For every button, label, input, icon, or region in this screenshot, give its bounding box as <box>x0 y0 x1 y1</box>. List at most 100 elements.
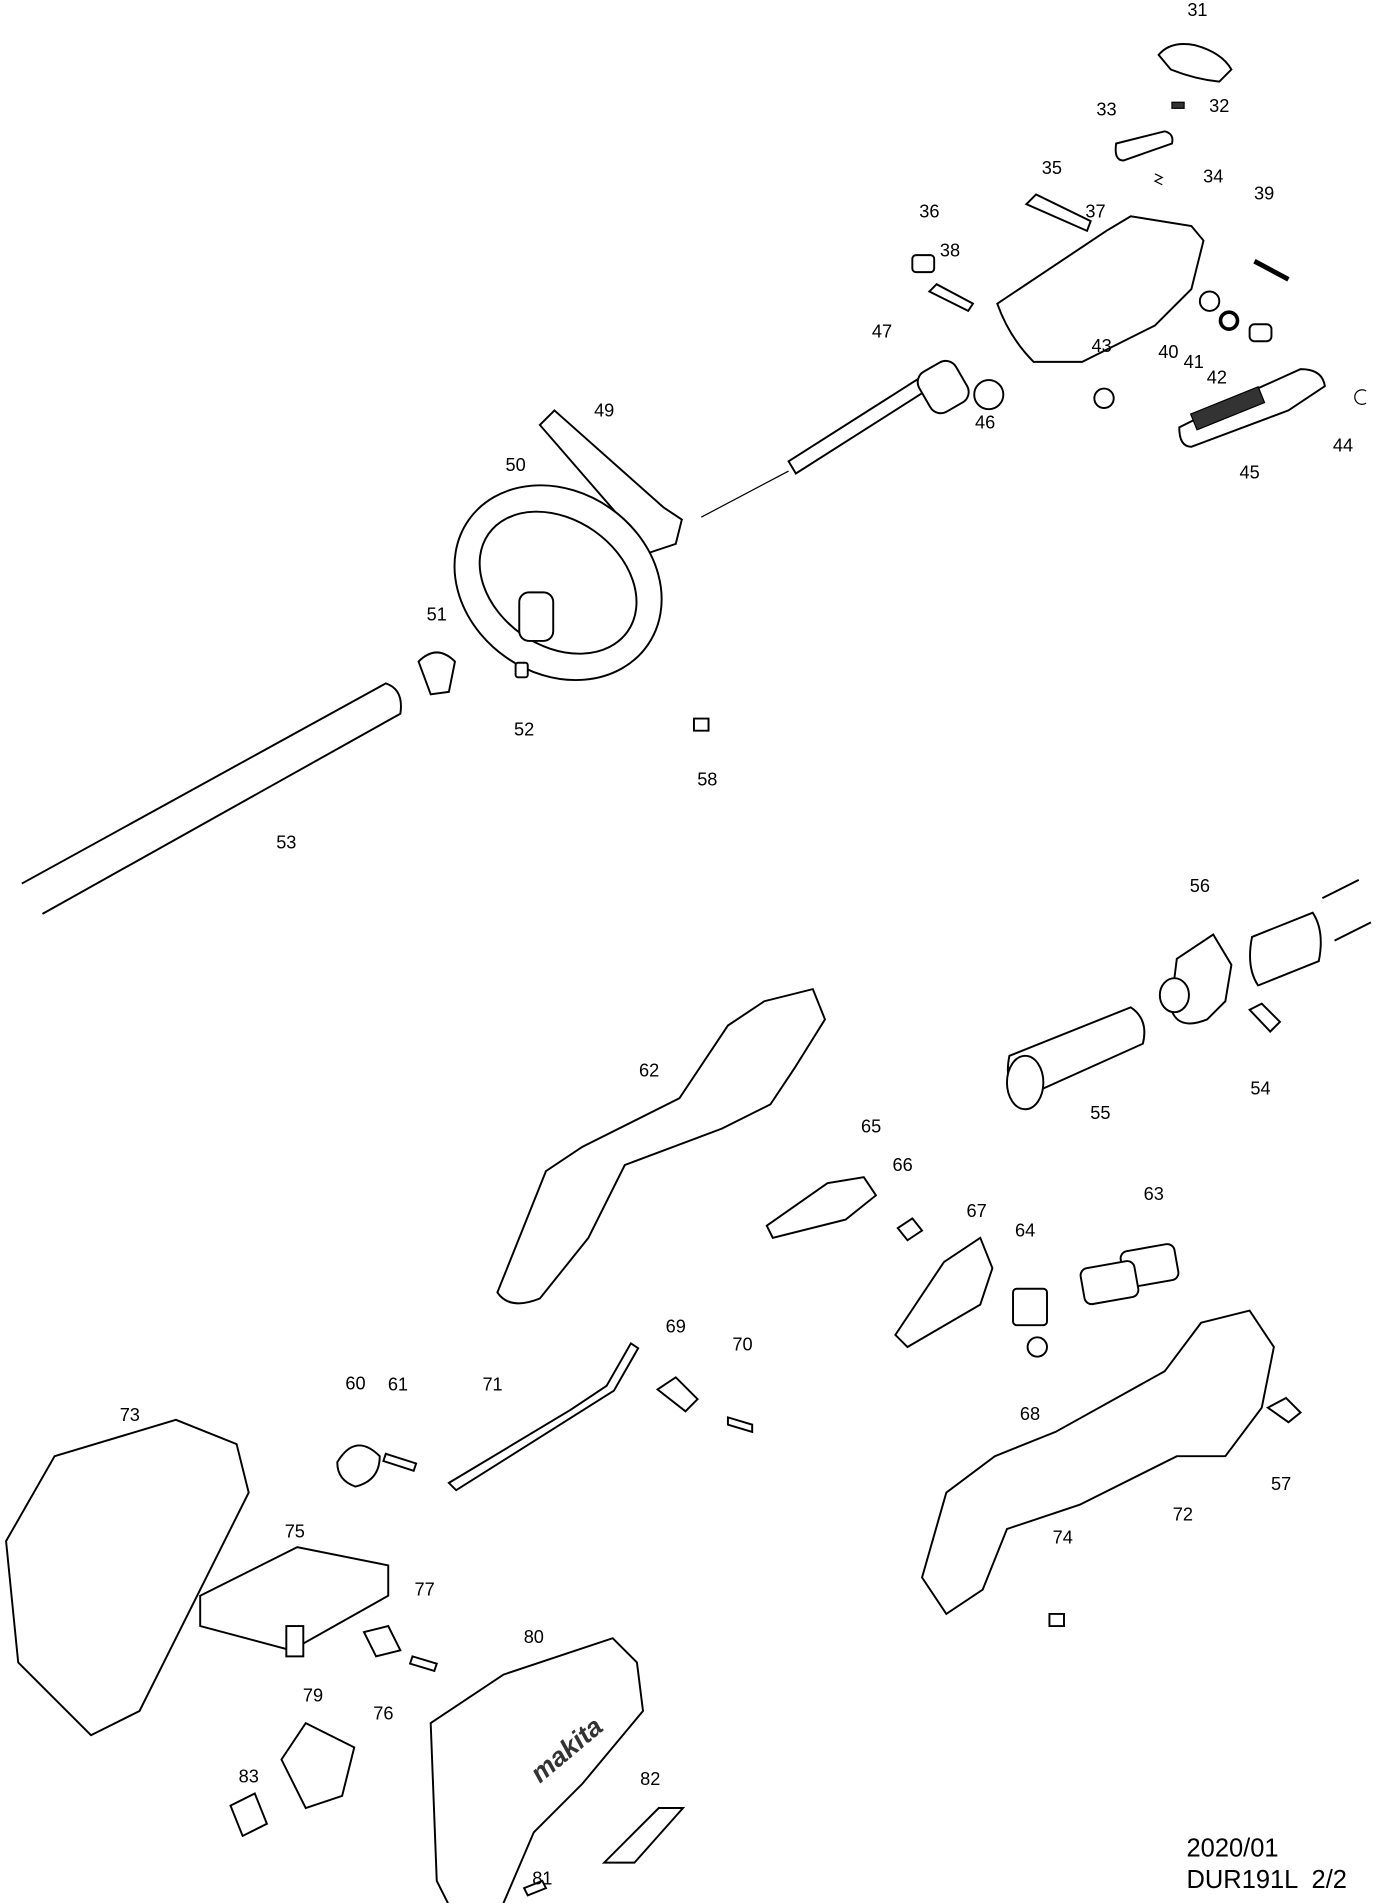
label-39: 39 <box>1254 183 1274 203</box>
part-42-collar <box>1248 323 1273 343</box>
part-52-pin <box>514 661 529 679</box>
part-75-controller <box>199 1546 390 1652</box>
label-61: 61 <box>388 1375 408 1395</box>
part-63-cap-b <box>1079 1260 1140 1306</box>
part-47-gear <box>916 359 970 415</box>
label-81: 81 <box>532 1868 552 1888</box>
part-44-clip <box>1354 389 1367 405</box>
part-54-bolt <box>1248 1002 1282 1033</box>
part-31-knob <box>1157 43 1233 83</box>
label-56: 56 <box>1190 876 1210 896</box>
label-83: 83 <box>239 1767 259 1787</box>
part-51-clamp <box>417 651 457 696</box>
label-35: 35 <box>1042 158 1062 178</box>
label-69: 69 <box>666 1316 686 1336</box>
label-41: 41 <box>1184 352 1204 372</box>
part-77-screw <box>408 1655 438 1673</box>
part-58-screw <box>692 717 710 732</box>
label-37: 37 <box>1085 202 1105 222</box>
label-55: 55 <box>1090 1103 1110 1123</box>
part-38-bolt <box>927 283 975 313</box>
label-44: 44 <box>1333 436 1353 456</box>
label-76: 76 <box>373 1703 393 1723</box>
label-51: 51 <box>427 604 447 624</box>
label-43: 43 <box>1091 336 1111 356</box>
part-67-lockoff <box>894 1236 994 1349</box>
part-70-screw <box>726 1416 754 1434</box>
label-36: 36 <box>919 202 939 222</box>
part-53-pipe <box>21 682 402 915</box>
part-50-clamp <box>518 591 555 642</box>
label-73: 73 <box>120 1405 140 1425</box>
part-32-spring <box>1171 101 1185 109</box>
part-57-bolt <box>1265 1396 1303 1424</box>
label-31: 31 <box>1187 0 1207 20</box>
label-74: 74 <box>1053 1528 1073 1548</box>
label-45: 45 <box>1239 462 1259 482</box>
part-75-connector <box>285 1625 305 1658</box>
label-80: 80 <box>524 1627 544 1647</box>
part-81-screw <box>522 1879 548 1897</box>
label-60: 60 <box>345 1373 365 1393</box>
part-45-grip <box>1189 385 1266 431</box>
label-40: 40 <box>1158 342 1178 362</box>
label-32: 32 <box>1209 96 1229 116</box>
label-52: 52 <box>514 720 534 740</box>
part-66-spring <box>896 1217 924 1242</box>
part-43-nut <box>1093 387 1115 409</box>
part-labels: 31 32 33 34 35 36 37 38 39 40 41 42 43 4… <box>120 0 1353 1888</box>
part-65-trigger <box>765 1176 878 1239</box>
part-39-pin <box>1253 259 1290 282</box>
label-47: 47 <box>872 322 892 342</box>
label-42: 42 <box>1207 368 1227 388</box>
part-41-ring <box>1218 310 1240 331</box>
part-35-bolt <box>1024 193 1092 233</box>
part-62-handle-half <box>496 987 827 1305</box>
part-33-button <box>1114 130 1174 162</box>
part-37-housing <box>996 215 1205 363</box>
label-82: 82 <box>640 1769 660 1789</box>
label-53: 53 <box>276 832 296 852</box>
part-46-washer <box>973 379 1005 411</box>
part-47-shaft <box>787 375 931 475</box>
parts-shapes: makita <box>5 43 1372 1903</box>
part-61-screw <box>382 1452 418 1472</box>
part-72-handle-half <box>920 1309 1275 1616</box>
label-34: 34 <box>1203 166 1223 186</box>
label-58: 58 <box>697 769 717 789</box>
footer-date: 2020/01 <box>1187 1835 1279 1863</box>
label-62: 62 <box>639 1060 659 1080</box>
label-65: 65 <box>861 1116 881 1136</box>
label-33: 33 <box>1096 100 1116 120</box>
label-54: 54 <box>1250 1079 1270 1099</box>
label-38: 38 <box>940 240 960 260</box>
part-83-label <box>229 1792 269 1838</box>
label-64: 64 <box>1015 1221 1035 1241</box>
label-79: 79 <box>303 1685 323 1705</box>
part-74-screw <box>1048 1612 1065 1628</box>
part-60-clamp <box>336 1444 381 1488</box>
part-69-bracket <box>655 1376 699 1413</box>
label-68: 68 <box>1020 1404 1040 1424</box>
label-66: 66 <box>893 1155 913 1175</box>
part-82-label <box>601 1807 686 1864</box>
label-49: 49 <box>594 400 614 420</box>
label-75: 75 <box>285 1521 305 1541</box>
leader-47 <box>700 470 789 518</box>
label-71: 71 <box>482 1375 502 1395</box>
label-72: 72 <box>1173 1504 1193 1524</box>
part-64-switch <box>1012 1287 1048 1327</box>
part-upper-pipe <box>1249 911 1322 987</box>
footer-model-page: DUR191L 2/2 <box>1187 1866 1347 1894</box>
part-upper-pipe-end <box>1321 879 1372 942</box>
part-55-end <box>1005 1054 1045 1111</box>
part-71-wire <box>447 1341 640 1492</box>
part-73-cover <box>5 1418 250 1737</box>
part-34-spring <box>1153 173 1164 186</box>
part-56-ring <box>1158 977 1190 1014</box>
label-77: 77 <box>415 1580 435 1600</box>
part-68-thermistor <box>1026 1336 1048 1358</box>
label-57: 57 <box>1271 1474 1291 1494</box>
part-36-nut <box>911 254 936 274</box>
